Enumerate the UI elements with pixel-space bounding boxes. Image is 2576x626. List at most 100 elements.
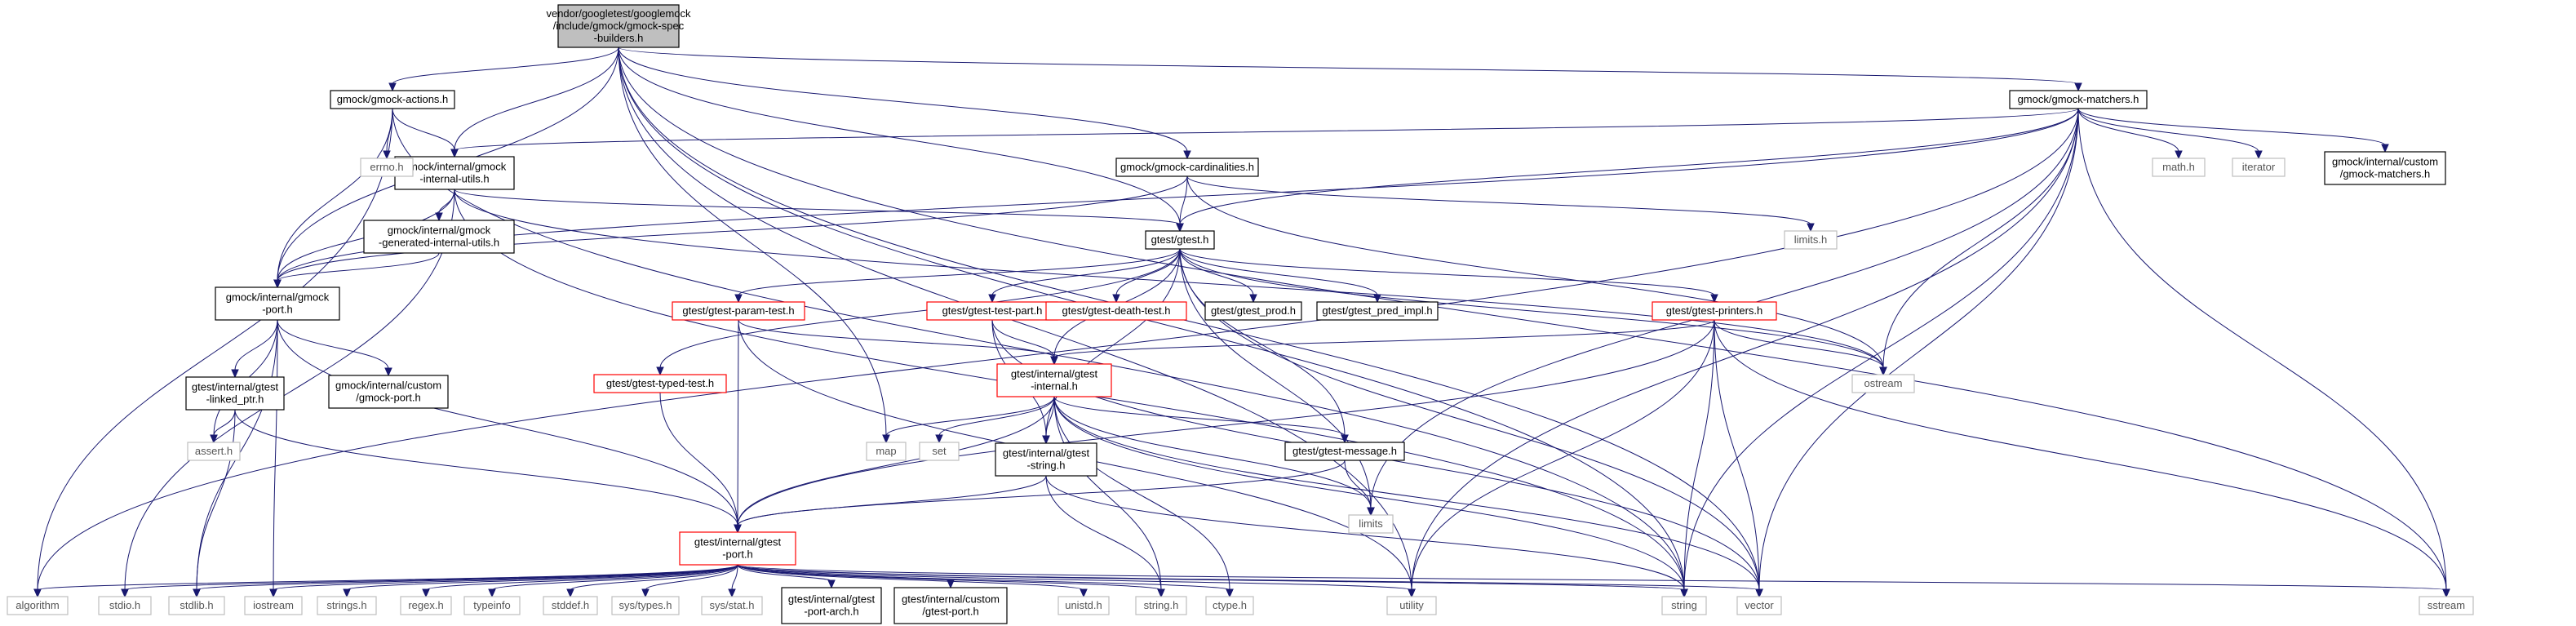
node-label-line: /gmock-matchers.h [2340,168,2431,180]
edge-cardinalities-to-ostream [1186,175,1887,376]
edge-gtest_h-to-gtest_message [1179,248,1349,444]
node-gtest-string[interactable]: gtest/internal/gtest-string.h [995,442,1097,477]
node-root[interactable]: vendor/googletest/googlemock/include/gmo… [546,4,691,48]
node-gtest-port[interactable]: gtest/internal/gtest-port.h [679,531,796,566]
node-port-arch[interactable]: gtest/internal/gtest-port-arch.h [781,587,882,624]
node-label-line: ctype.h [1213,599,1247,611]
node-label-line: iterator [2242,161,2276,173]
node-label-line: vector [1745,599,1774,611]
node-label-line: gtest/gtest_prod.h [1211,304,1296,317]
edge-gtest_port-to-stdlib [193,564,738,598]
node-sys-types: sys/types.h [611,596,680,615]
node-string: string [1661,596,1707,615]
node-label-line: set [932,445,947,457]
node-label-line: gmock/internal/gmock [388,224,491,237]
node-cardinalities[interactable]: gmock/gmock-cardinalities.h [1115,158,1259,177]
node-stddef: stddef.h [543,596,598,615]
edge-root-to-internal_utils [450,47,619,158]
node-label-line: errno.h [370,161,403,173]
edge-gtest_h-to-death_test [1112,248,1181,304]
edge-matchers-to-gmock_port [273,108,2079,289]
edge-root-to-actions [388,47,619,92]
edge-matchers-to-ostream [1879,108,2079,376]
edge-gtest_h-to-printers [1179,248,1718,304]
node-custom-matchers[interactable]: gmock/internal/custom/gmock-matchers.h [2324,151,2446,185]
node-label-line: stdlib.h [180,599,213,611]
edge-gen_internal_utils-to-gmock_port [273,252,440,289]
edge-root-to-cardinalities [618,47,1191,160]
edge-matchers-to-algorithm [33,108,2079,598]
node-label-line: -linked_ptr.h [206,393,264,406]
node-gmock-port[interactable]: gmock/internal/gmock-port.h [215,286,340,321]
edge-layer [33,47,2450,598]
node-typeinfo: typeinfo [463,596,521,615]
node-internal-utils[interactable]: gmock/internal/gmock-internal-utils.h [394,156,515,190]
node-custom-gmock-port[interactable]: gmock/internal/custom/gmock-port.h [328,375,449,409]
node-label-line: limits.h [1794,233,1827,246]
node-label-line: gtest/gtest-test-part.h [942,304,1043,317]
node-actions[interactable]: gmock/gmock-actions.h [330,90,455,109]
node-label-line: gtest/gtest-death-test.h [1062,304,1171,317]
edge-matchers-to-custom_matchers [2077,108,2389,153]
edge-gmock_port-to-gtest_port [277,319,742,534]
edge-gtest_internal-to-ctype [1053,396,1234,598]
node-pred-impl[interactable]: gtest/gtest_pred_impl.h [1316,301,1439,321]
node-custom-gtest-port[interactable]: gtest/internal/custom/gtest-port.h [893,587,1008,624]
node-label-line: /include/gmock/gmock-spec [553,20,685,32]
node-label-line: -generated-internal-utils.h [379,237,499,249]
edge-gtest_internal-to-string [1053,396,1688,598]
node-ostream: ostream [1851,374,1915,393]
node-label-line: map [876,445,896,457]
edge-test_part-to-gtest_internal [991,319,1058,366]
edge-gtest_port-to-port_arch [737,564,836,589]
node-gen-internal-utils[interactable]: gmock/internal/gmock-generated-internal-… [363,220,515,254]
node-label-line: gmock/gmock-cardinalities.h [1120,161,1254,173]
node-matchers[interactable]: gmock/gmock-matchers.h [2009,90,2148,109]
node-limits-h: limits.h [1784,230,1838,250]
node-gtest-h[interactable]: gtest/gtest.h [1145,230,1215,250]
edge-gtest_h-to-test_part [988,248,1181,304]
node-label-line: vendor/googletest/googlemock [546,7,691,20]
edge-printers-to-gtest_port [734,319,1715,534]
node-linked-ptr[interactable]: gtest/internal/gtest-linked_ptr.h [185,376,285,411]
node-printers[interactable]: gtest/gtest-printers.h [1652,301,1777,321]
node-death-test[interactable]: gtest/gtest-death-test.h [1045,301,1187,321]
node-label-line: assert.h [195,445,233,457]
node-gtest-prod[interactable]: gtest/gtest_prod.h [1204,301,1302,321]
edge-gtest_message-to-gtest_port [734,460,1346,534]
node-label-line: limits [1359,517,1383,530]
edge-gtest_h-to-limits [1179,248,1375,517]
node-label-line: /gtest-port.h [922,606,978,618]
node-iostream: iostream [244,596,303,615]
node-label-line: gtest/gtest-typed-test.h [606,377,714,389]
node-sys-stat: sys/stat.h [701,596,763,615]
node-limits: limits [1348,514,1394,534]
node-gtest-internal[interactable]: gtest/internal/gtest-internal.h [996,363,1112,397]
edge-gtest_h-to-param_test [734,248,1181,304]
edge-printers-to-ostream [1714,319,1887,376]
node-errno: errno.h [360,158,414,177]
node-label-line: gtest/gtest.h [1151,233,1209,246]
node-stdio: stdio.h [98,596,152,615]
node-label-line: gtest/internal/custom [902,593,1000,606]
node-label-line: sys/stat.h [710,599,755,611]
node-param-test[interactable]: gtest/gtest-param-test.h [672,301,805,321]
node-label-line: -string.h [1027,460,1066,472]
node-label-line: -port-arch.h [804,606,858,618]
node-label-line: -builders.h [594,32,644,44]
edge-gtest_port-to-strings [343,564,738,598]
node-gtest-message[interactable]: gtest/gtest-message.h [1284,442,1405,461]
edge-cardinalities-to-limits_h [1186,175,1815,233]
node-label-line: regex.h [408,599,443,611]
edge-gtest_port-to-iostream [269,564,738,598]
node-test-part[interactable]: gtest/gtest-test-part.h [926,301,1058,321]
edge-typed_test-to-gtest_port [659,392,742,534]
edge-root-to-matchers [618,47,2082,92]
node-label-line: gtest/internal/gtest [1003,447,1090,460]
edge-gtest_port-to-utility [737,564,1416,598]
node-label-line: gmock/internal/custom [2332,156,2438,168]
node-typed-test[interactable]: gtest/gtest-typed-test.h [593,374,727,393]
edge-gtest_internal-to-vector [1053,396,1763,598]
edge-gtest_internal-to-gtest_message [1053,396,1349,444]
edge-cardinalities-to-gtest_h [1176,175,1188,233]
